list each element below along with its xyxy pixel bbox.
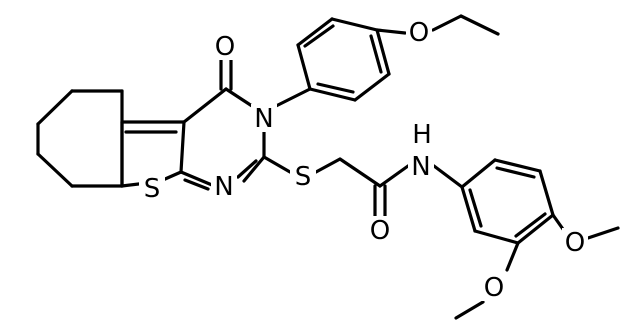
atom-label-o-amide: O	[370, 216, 390, 246]
bond	[179, 170, 214, 187]
atom-label-s-thiophene: S	[144, 174, 161, 204]
bond	[454, 300, 485, 320]
bond	[460, 185, 477, 233]
atom-label-o-methoxy-4: O	[565, 228, 585, 258]
bond	[330, 17, 379, 32]
bond	[375, 28, 407, 35]
atom-label-s-thioether: S	[295, 162, 312, 192]
bond	[369, 34, 383, 74]
bond	[514, 212, 547, 238]
bond	[516, 213, 555, 245]
bond	[459, 14, 500, 36]
bond	[236, 159, 258, 179]
atom-label-n-pyrimidine: N	[214, 172, 233, 202]
bond	[296, 43, 312, 91]
atom-label-amide-n: N	[411, 152, 430, 182]
bond	[308, 87, 357, 102]
bond	[262, 155, 292, 174]
bond	[183, 178, 210, 191]
bond	[505, 241, 520, 272]
bond	[338, 157, 382, 188]
bond	[378, 164, 410, 188]
bond	[224, 87, 254, 108]
bond	[182, 87, 228, 124]
bond	[303, 24, 335, 48]
bond	[375, 28, 391, 76]
bond	[473, 229, 520, 245]
bond	[460, 158, 497, 189]
bond	[179, 120, 186, 174]
atom-label-amide-h: H	[412, 120, 432, 150]
bond	[586, 226, 620, 240]
bond	[495, 166, 536, 179]
atom-label-o-ethoxy: O	[409, 18, 429, 48]
bond	[36, 152, 74, 188]
bond	[296, 17, 334, 47]
atom-label-o-carbonyl: O	[215, 32, 235, 62]
bond	[493, 158, 542, 173]
bond	[432, 164, 464, 189]
bond	[36, 89, 74, 126]
bond	[274, 87, 312, 108]
atom-labels: O N N S S O H N O O O	[139, 18, 588, 303]
atom-label-o-methoxy-3: O	[484, 273, 504, 303]
bond	[468, 188, 483, 228]
bond	[314, 157, 342, 174]
bond	[242, 155, 266, 183]
bond	[316, 82, 355, 94]
bond	[431, 14, 463, 32]
bonds	[36, 14, 620, 320]
bond	[538, 169, 555, 217]
atom-label-n-ring: N	[254, 104, 273, 134]
bond	[353, 72, 391, 102]
